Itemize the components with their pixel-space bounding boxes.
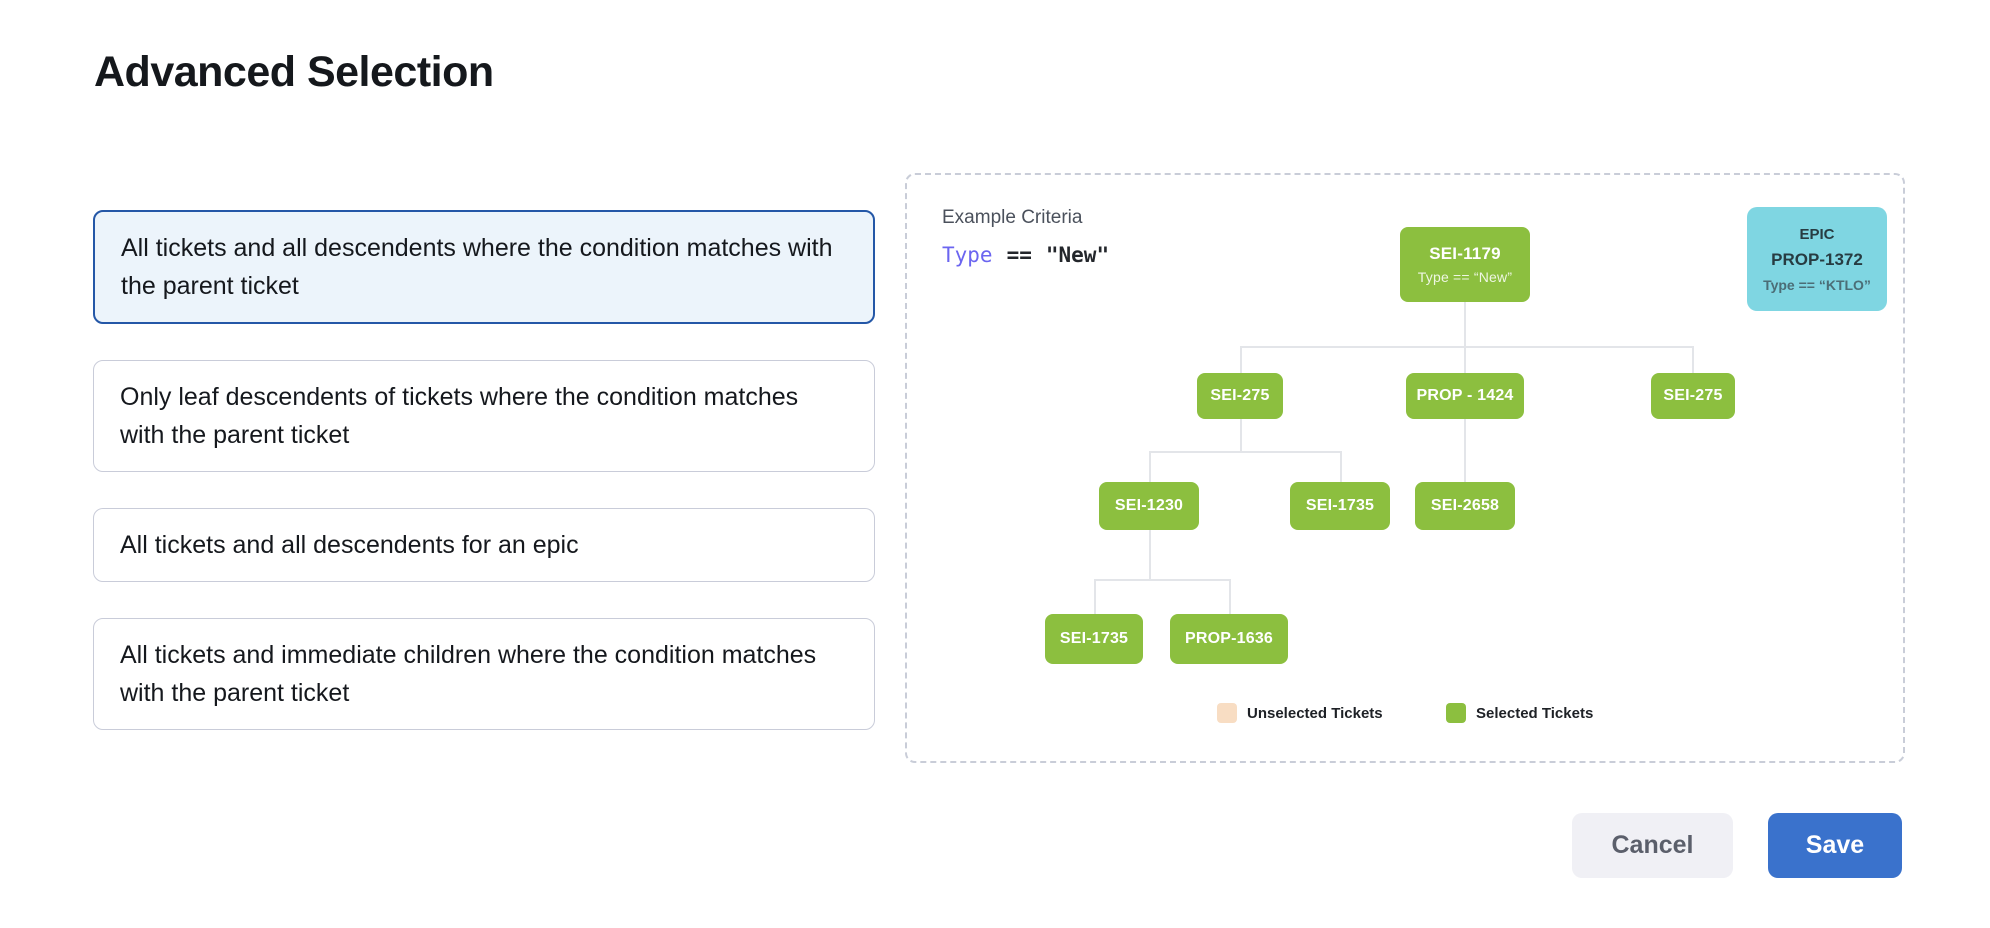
tree-connector <box>1229 579 1231 614</box>
epic-type-label: EPIC <box>1799 225 1835 243</box>
option-all-descendents-condition[interactable]: All tickets and all descendents where th… <box>93 210 875 324</box>
save-button[interactable]: Save <box>1768 813 1902 878</box>
example-criteria-code: Type == "New" <box>942 243 1109 267</box>
option-immediate-children-condition[interactable]: All tickets and immediate children where… <box>93 618 875 730</box>
tree-connector <box>1240 346 1242 373</box>
tree-connector <box>1692 346 1694 373</box>
tree-connector <box>1240 419 1242 451</box>
option-label: All tickets and all descendents where th… <box>121 234 833 300</box>
legend-unselected-label: Unselected Tickets <box>1247 705 1383 722</box>
ticket-id: SEI-1735 <box>1305 497 1375 514</box>
ticket-id: SEI-2658 <box>1430 497 1500 514</box>
legend-unselected-swatch <box>1217 703 1237 723</box>
tree-connector <box>1149 451 1151 482</box>
legend-selected-label: Selected Tickets <box>1476 705 1594 722</box>
criteria-value: "New" <box>1045 243 1110 267</box>
tree-connector <box>1149 451 1342 453</box>
option-label: Only leaf descendents of tickets where t… <box>120 383 799 449</box>
example-preview-panel: Example Criteria Type == "New" EPIC PROP-1… <box>905 173 1905 763</box>
tree-node: SEI-1230 <box>1099 482 1199 530</box>
cancel-button[interactable]: Cancel <box>1572 813 1733 878</box>
option-label: All tickets and immediate children where… <box>120 641 817 707</box>
ticket-id: PROP-1636 <box>1184 630 1274 647</box>
tree-connector <box>1094 579 1096 614</box>
tree-node: SEI-1735 <box>1290 482 1390 530</box>
page-title: Advanced Selection <box>94 48 494 96</box>
criteria-field: Type <box>942 243 993 267</box>
tree-node: SEI-1735 <box>1045 614 1143 664</box>
tree-node: SEI-275 <box>1197 373 1283 419</box>
ticket-id: SEI-1735 <box>1059 630 1129 647</box>
tree-node-root: SEI-1179 Type == “New” <box>1400 227 1530 302</box>
tree-connector <box>1464 346 1466 373</box>
legend-selected-swatch <box>1446 703 1466 723</box>
ticket-id: PROP - 1424 <box>1416 387 1514 404</box>
epic-id: PROP-1372 <box>1771 249 1863 269</box>
tree-connector <box>1149 530 1151 579</box>
option-label: All tickets and all descendents for an e… <box>120 531 579 559</box>
ticket-condition: Type == “New” <box>1417 269 1513 285</box>
tree-node: PROP-1636 <box>1170 614 1288 664</box>
criteria-operator: == <box>1006 243 1032 267</box>
tree-connector <box>1240 346 1694 348</box>
ticket-id: SEI-275 <box>1663 387 1723 404</box>
tree-connector <box>1340 451 1342 482</box>
tree-node: SEI-275 <box>1651 373 1735 419</box>
tree-connector <box>1464 419 1466 482</box>
ticket-id: SEI-1230 <box>1114 497 1184 514</box>
ticket-id: SEI-275 <box>1210 387 1270 404</box>
option-all-descendents-epic[interactable]: All tickets and all descendents for an e… <box>93 508 875 582</box>
example-criteria-heading: Example Criteria <box>942 207 1083 228</box>
selection-options-list: All tickets and all descendents where th… <box>93 210 875 766</box>
epic-card: EPIC PROP-1372 Type == “KTLO” <box>1747 207 1887 311</box>
tree-connector <box>1094 579 1231 581</box>
ticket-id: SEI-1179 <box>1429 244 1501 263</box>
option-leaf-descendents-condition[interactable]: Only leaf descendents of tickets where t… <box>93 360 875 472</box>
epic-condition: Type == “KTLO” <box>1763 276 1871 293</box>
tree-node: PROP - 1424 <box>1406 373 1524 419</box>
tree-node: SEI-2658 <box>1415 482 1515 530</box>
tree-connector <box>1464 302 1466 346</box>
